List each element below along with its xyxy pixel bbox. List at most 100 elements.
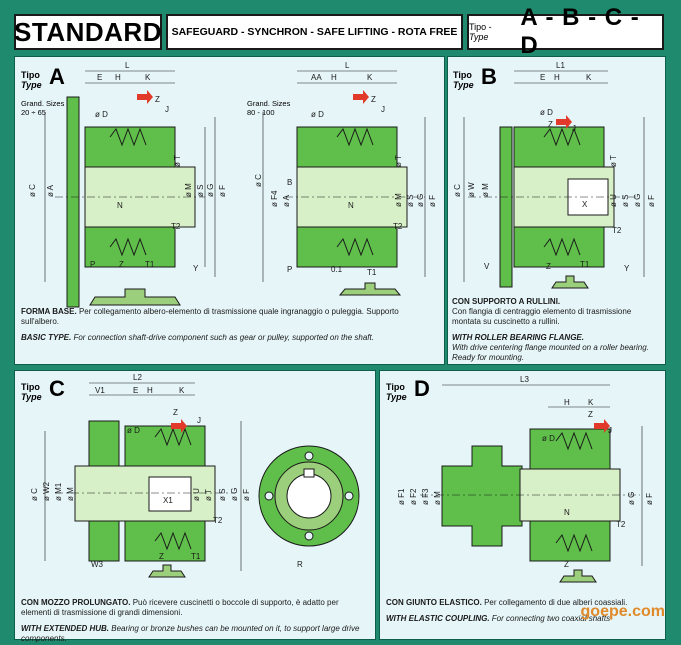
dim-a1-h: H: [115, 73, 121, 82]
dim-b-x: X: [582, 200, 588, 209]
dim-d-h: H: [564, 398, 570, 407]
dim-a1-d: ø D: [95, 110, 108, 119]
dim-b-u: ø U: [609, 194, 618, 207]
dim-c-w3: W3: [91, 560, 104, 569]
dim-a1-f: ø F: [218, 185, 227, 197]
dim-d-z: Z: [588, 410, 593, 419]
dim-a2-t2: T2: [393, 222, 403, 231]
dim-a2-l: L: [345, 61, 350, 70]
dim-c-m1: ø M1: [54, 482, 63, 501]
dim-a2-f: ø F: [428, 195, 437, 207]
dim-a1-z2: Z: [119, 260, 124, 269]
dim-d-j: J: [608, 426, 612, 435]
dim-c-k: K: [179, 386, 185, 395]
dim-d-m: ø M: [433, 491, 442, 505]
dim-d-t2: T2: [616, 520, 626, 529]
dim-a1-c: ø C: [28, 184, 37, 197]
dim-b-t2: T2: [612, 226, 622, 235]
dim-b-w: ø W: [467, 182, 476, 197]
dim-a2-g: ø G: [416, 194, 425, 207]
dim-a1-e: E: [97, 73, 102, 82]
dim-b-g: ø G: [633, 194, 642, 207]
dim-c-l2: L2: [133, 373, 142, 382]
dim-a1-j: J: [165, 105, 169, 114]
dim-d-n: N: [564, 508, 570, 517]
dim-a1-y: Y: [193, 264, 199, 273]
dim-b-m: ø M: [481, 183, 490, 197]
dim-a1-n: N: [117, 201, 123, 210]
dim-b-k: K: [586, 73, 592, 82]
dim-d-f1: ø F1: [397, 488, 406, 505]
dim-b-y: Y: [624, 264, 630, 273]
dim-b-t1: T1: [580, 260, 590, 269]
series-title: SAFEGUARD - SYNCHRON - SAFE LIFTING - RO…: [166, 14, 463, 50]
dim-c-z2: Z: [159, 552, 164, 561]
dim-c-w2: ø W2: [42, 481, 51, 501]
type-a-description: FORMA BASE. Per collegamento albero-elem…: [21, 307, 399, 342]
dim-c-t2: T2: [213, 516, 223, 525]
dim-a2-z: Z: [371, 95, 376, 104]
dim-c-t1: T1: [191, 552, 201, 561]
type-d-drawing: L3 H K Z J ø D ø F1 ø F2 ø F3 ø M ø G ø …: [397, 375, 654, 583]
dim-c-e: E: [133, 386, 138, 395]
dim-b-z2: Z: [546, 262, 551, 271]
type-a-drawing-1: [44, 70, 216, 308]
dim-b-d: ø D: [540, 108, 553, 117]
dim-d-f: ø F: [645, 493, 654, 505]
dim-a1-g: ø G: [206, 184, 215, 197]
type-c-drawing: L2 V1 E H K Z J ø D ø C ø W2 ø M1 ø M ø …: [30, 373, 360, 578]
dim-a2-f4: ø F4: [270, 190, 279, 207]
dim-b-t: ø T: [609, 155, 618, 167]
type-c-description: CON MOZZO PROLUNGATO. Può ricevere cusci…: [21, 598, 360, 643]
watermark: goepe.com: [580, 603, 665, 620]
standard-title: STANDARD: [14, 14, 162, 50]
dim-c-h: H: [147, 386, 153, 395]
dim-a2-b: B: [287, 178, 292, 187]
dim-a2-c: ø C: [254, 174, 263, 187]
dim-c-d: ø D: [127, 426, 140, 435]
dim-d-f3: ø F3: [421, 488, 430, 505]
dim-a1-s: ø S: [196, 185, 205, 197]
dim-a1-m: ø M: [184, 183, 193, 197]
dim-a1-a: ø A: [46, 184, 55, 197]
dim-a2-m: ø M: [394, 193, 403, 207]
dim-a1-p: P: [90, 260, 95, 269]
dim-a1-k: K: [145, 73, 151, 82]
dim-b-c: ø C: [453, 184, 462, 197]
dim-c-u: ø U: [192, 488, 201, 501]
dim-d-d: ø D: [542, 434, 555, 443]
dim-d-g: ø G: [627, 492, 636, 505]
dim-c-m: ø M: [66, 487, 75, 501]
types-letters: A - B - C - D: [520, 4, 640, 59]
types-box: Tipo - Type A - B - C - D: [467, 4, 664, 59]
dim-a2-s: ø S: [406, 195, 415, 207]
dim-c-x1: X1: [163, 496, 173, 505]
dim-d-l3: L3: [520, 375, 529, 384]
dim-a1-z: Z: [155, 95, 160, 104]
dim-b-e: E: [540, 73, 545, 82]
dim-b-j: J: [572, 124, 576, 133]
type-c-front-view: [258, 445, 360, 547]
dim-a1-t1: T1: [145, 260, 155, 269]
dim-a2-h: H: [331, 73, 337, 82]
dim-a2-t: ø T: [394, 155, 403, 167]
dim-a2-t1: T1: [367, 268, 377, 277]
dim-b-l1: L1: [556, 61, 565, 70]
type-a-drawings: L E H K Z J ø D ø C ø A ø T ø M ø S ø G …: [28, 61, 437, 308]
dim-b-f: ø F: [647, 195, 656, 207]
dim-d-f2: ø F2: [409, 488, 418, 505]
type-a-drawing-2: [262, 70, 426, 296]
dim-d-k: K: [588, 398, 594, 407]
dim-a1-t2: T2: [171, 222, 181, 231]
dim-a2-aa: AA: [311, 73, 322, 82]
dim-a2-a: ø A: [282, 194, 291, 207]
dim-b-s: ø S: [621, 195, 630, 207]
dim-c-j: J: [197, 416, 201, 425]
dim-b-h: H: [554, 73, 560, 82]
